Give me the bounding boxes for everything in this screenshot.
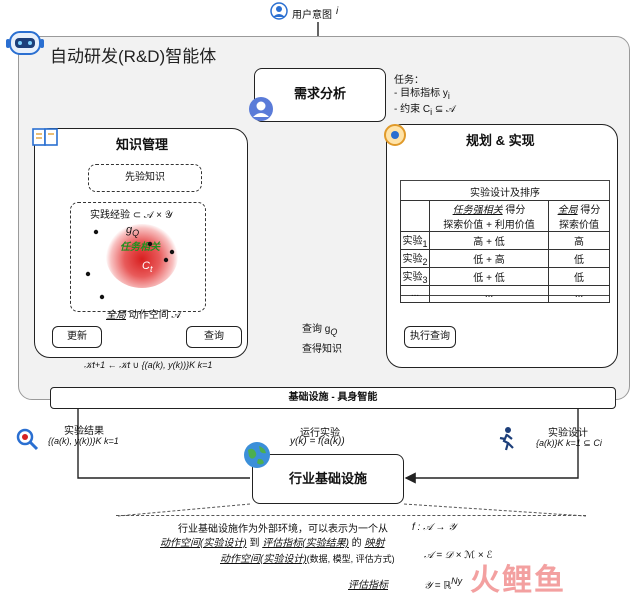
update-formula: 𝒦t+1 ← 𝒦t ∪ {(a(k), y(k))}K k=1 [84, 360, 213, 370]
experience-point [93, 229, 99, 235]
gq-label: gQ [126, 224, 140, 239]
update-node: 更新 [52, 326, 102, 348]
task-heading: 任务： [394, 75, 424, 86]
experience-point [99, 294, 105, 300]
experience-point [147, 241, 153, 247]
table-row: ... ... ... [400, 285, 610, 303]
desc-line1: 行业基础设施作为外部环境，可以表示为一个从 [178, 524, 388, 535]
query-gq-label: 查询 gQ [302, 324, 338, 337]
experiment-table: 任务强相关 得分 探索价值 + 利用价值 全局 得分 探索价值 实验1 高 + … [400, 200, 610, 303]
experience-point [163, 257, 169, 263]
infra-bar: 基础设施 - 具身智能 [50, 387, 616, 409]
col-global-head: 全局 得分 [557, 205, 601, 216]
needs-analysis-label: 需求分析 [293, 86, 346, 101]
task-constraint: - 约束 Ci ⊆ 𝒜 [394, 104, 456, 117]
eq-metric-space: 𝒴 = ℝNy [424, 576, 463, 592]
table-title: 实验设计及排序 [470, 188, 540, 199]
robot-icon [6, 31, 44, 55]
prior-knowledge-label: 先验知识 [125, 172, 165, 183]
task-related-label: 任务相关 [120, 242, 160, 253]
user-avatar-icon [249, 97, 273, 121]
prior-knowledge-box: 先验知识 [88, 164, 202, 192]
note-edge-left [117, 503, 251, 517]
run-title: 运行实验 [300, 428, 340, 439]
experience-point [85, 271, 91, 277]
table-row: 实验2 低 + 高 低 [400, 249, 610, 268]
experience-points [85, 229, 175, 300]
execute-query-node: 执行查询 [404, 326, 456, 348]
query-node: 查询 [186, 326, 242, 348]
note-edge-right [403, 503, 587, 517]
col-global-sub: 探索价值 [559, 220, 599, 231]
system-title: 自动研发(R&D)智能体 [50, 47, 217, 66]
planning-title: 规划 & 实现 [466, 133, 535, 148]
description-panel [116, 515, 586, 598]
user-intent: 用户意图 i [268, 2, 368, 22]
task-related-heatmap [106, 224, 178, 288]
col-task-sub: 探索价值 + 利用价值 [443, 220, 535, 231]
user-intent-icon [270, 2, 288, 20]
found-knowledge-label: 查得知识 [302, 344, 342, 355]
runner-icon [499, 427, 514, 451]
needs-analysis-node: 需求分析 [254, 68, 386, 122]
desc-line2: 动作空间(实验设计) 到 评估指标(实验结果) 的 映射 [160, 538, 385, 549]
results-formula: {(a(k), y(k))}K k=1 [48, 436, 119, 446]
eq-action-space: 𝒜 = 𝒟 × ℳ × ℰ [424, 550, 493, 561]
experience-point [169, 249, 175, 255]
ct-label: Ct [142, 260, 153, 275]
col-task-head: 任务强相关 得分 [452, 205, 526, 216]
design-formula: {a(k)}K k=1 ⊆ Ci [536, 438, 602, 448]
industry-infra-node: 行业基础设施 [252, 454, 404, 504]
design-title: 实验设计 [548, 428, 588, 439]
desc-line4: 评估指标 [348, 580, 388, 591]
run-formula: y(k) = f(a(k)) [290, 436, 345, 447]
task-note: 任务： - 目标指标 yi - 约束 Ci ⊆ 𝒜 [394, 74, 456, 119]
global-space-label: 全局 动作空间 𝒜 [106, 310, 182, 321]
planning-gear-icon [384, 124, 406, 146]
desc-line3: 动作空间(实验设计)(数据, 模型, 评估方式) [220, 554, 395, 565]
task-target: - 目标指标 yi [394, 88, 450, 101]
knowledge-title: 知识管理 [116, 137, 169, 152]
user-intent-symbol: i [336, 6, 339, 17]
globe-icon [244, 442, 270, 468]
watermark-logo: 火鲤鱼 [470, 564, 566, 597]
results-title: 实验结果 [64, 426, 104, 437]
table-row: 实验1 高 + 低 高 [400, 231, 610, 250]
magnifier-icon [16, 428, 39, 451]
table-row: 实验3 低 + 低 低 [400, 267, 610, 286]
user-intent-label: 用户意图 [292, 10, 332, 21]
practice-label: 实践经验 ⊂ 𝒜 × 𝒴 [90, 210, 173, 221]
eq-mapping: f : 𝒜 → 𝒴 [412, 522, 456, 533]
book-icon [32, 128, 58, 146]
